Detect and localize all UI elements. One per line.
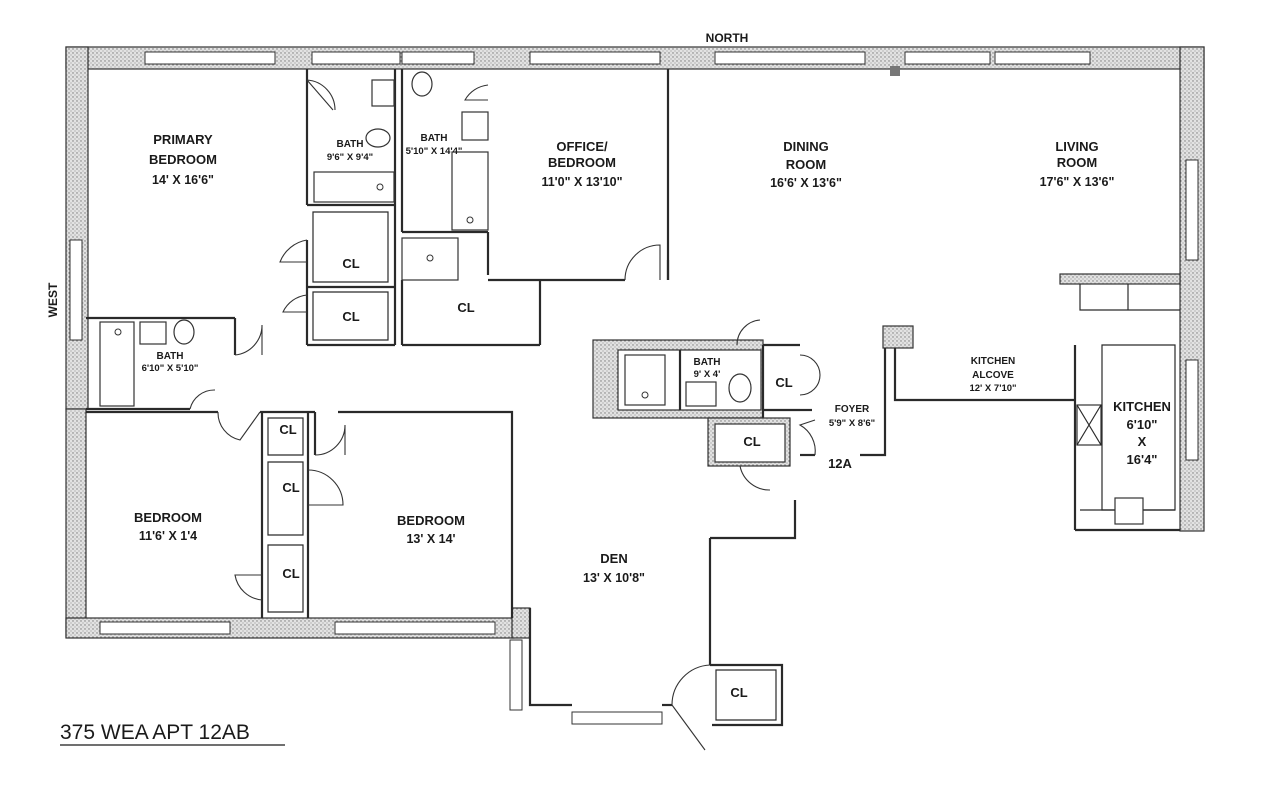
address-title: 375 WEA APT 12AB xyxy=(60,721,250,744)
closet-label: CL xyxy=(342,309,359,324)
room-den: DEN 13' X 10'8" xyxy=(583,551,645,585)
closet-label: CL xyxy=(775,375,792,390)
room-dimensions: 17'6" X 13'6" xyxy=(1040,175,1115,189)
room-name-line: BATH xyxy=(420,133,447,144)
room-bath-1: BATH 9'6" X 9'4" xyxy=(327,139,373,163)
room-dimensions: 14' X 16'6" xyxy=(152,173,214,187)
closet-label: CL xyxy=(730,685,747,700)
room-foyer: FOYER 5'9" X 8'6" xyxy=(829,404,875,429)
room-dimensions: 5'10" X 14'4" xyxy=(406,146,463,157)
closet-label: CL xyxy=(279,422,296,437)
room-dimensions: 11'6' X 1'4 xyxy=(139,529,197,543)
room-name-line: ROOM xyxy=(786,157,826,172)
room-name-line: KITCHEN xyxy=(971,356,1015,367)
room-name-line: DINING xyxy=(783,139,829,154)
fixtures xyxy=(99,66,1144,525)
west-label: WEST xyxy=(46,282,60,317)
room-office-bedroom: OFFICE/ BEDROOM 11'0" X 13'10" xyxy=(541,139,622,189)
room-bedroom-1: BEDROOM 11'6' X 1'4 xyxy=(134,510,202,543)
room-dimensions: 9' X 4' xyxy=(694,369,721,380)
room-name-line: ROOM xyxy=(1057,155,1097,170)
room-bath-4: BATH 9' X 4' xyxy=(693,357,720,380)
room-kitchen: KITCHEN 6'10" X 16'4" xyxy=(1113,399,1171,467)
room-name-line: BATH xyxy=(156,351,183,362)
room-dining-room: DINING ROOM 16'6' X 13'6" xyxy=(770,139,842,190)
room-dimensions: 12' X 7'10" xyxy=(969,383,1016,394)
room-dimensions: 11'0" X 13'10" xyxy=(541,175,622,189)
room-name-line: ALCOVE xyxy=(972,370,1014,381)
windows xyxy=(69,51,1199,725)
room-dimensions: 16'4" xyxy=(1127,452,1158,467)
room-primary-bedroom: PRIMARY BEDROOM 14' X 16'6" xyxy=(149,132,217,187)
room-dimensions: 9'6" X 9'4" xyxy=(327,152,373,163)
room-living-room: LIVING ROOM 17'6" X 13'6" xyxy=(1040,139,1115,189)
room-name-line: BATH xyxy=(693,357,720,368)
room-name-line: PRIMARY xyxy=(153,132,213,147)
room-name-line: BEDROOM xyxy=(134,510,202,525)
room-dimensions: 16'6' X 13'6" xyxy=(770,176,842,190)
north-label: NORTH xyxy=(706,31,749,45)
room-dimensions: 13' X 14' xyxy=(406,532,455,546)
room-name-line: X xyxy=(1138,434,1147,449)
closet-label: CL xyxy=(282,480,299,495)
closet-label: CL xyxy=(743,434,760,449)
closet-label: CL xyxy=(342,256,359,271)
room-name-line: LIVING xyxy=(1055,139,1098,154)
room-name-line: OFFICE/ xyxy=(556,139,608,154)
room-name-line: KITCHEN xyxy=(1113,399,1171,414)
room-dimensions: 5'9" X 8'6" xyxy=(829,418,875,429)
room-name-line: 6'10" xyxy=(1127,417,1158,432)
room-bath-2: BATH 5'10" X 14'4" xyxy=(406,133,463,157)
room-name-line: DEN xyxy=(600,551,627,566)
room-name-line: BEDROOM xyxy=(397,513,465,528)
room-dimensions: 6'10" X 5'10" xyxy=(142,363,199,374)
room-name-line: BEDROOM xyxy=(149,152,217,167)
room-name-line: FOYER xyxy=(835,404,870,415)
room-bath-3: BATH 6'10" X 5'10" xyxy=(142,351,199,374)
closet-label: CL xyxy=(457,300,474,315)
unit-entry-label: 12A xyxy=(828,456,852,471)
room-kitchen-alcove: KITCHEN ALCOVE 12' X 7'10" xyxy=(969,356,1016,394)
room-name-line: BATH xyxy=(336,139,363,150)
closet-label: CL xyxy=(282,566,299,581)
door-swings xyxy=(189,79,821,751)
room-dimensions: 13' X 10'8" xyxy=(583,571,645,585)
room-name-line: BEDROOM xyxy=(548,155,616,170)
room-bedroom-2: BEDROOM 13' X 14' xyxy=(397,513,465,546)
